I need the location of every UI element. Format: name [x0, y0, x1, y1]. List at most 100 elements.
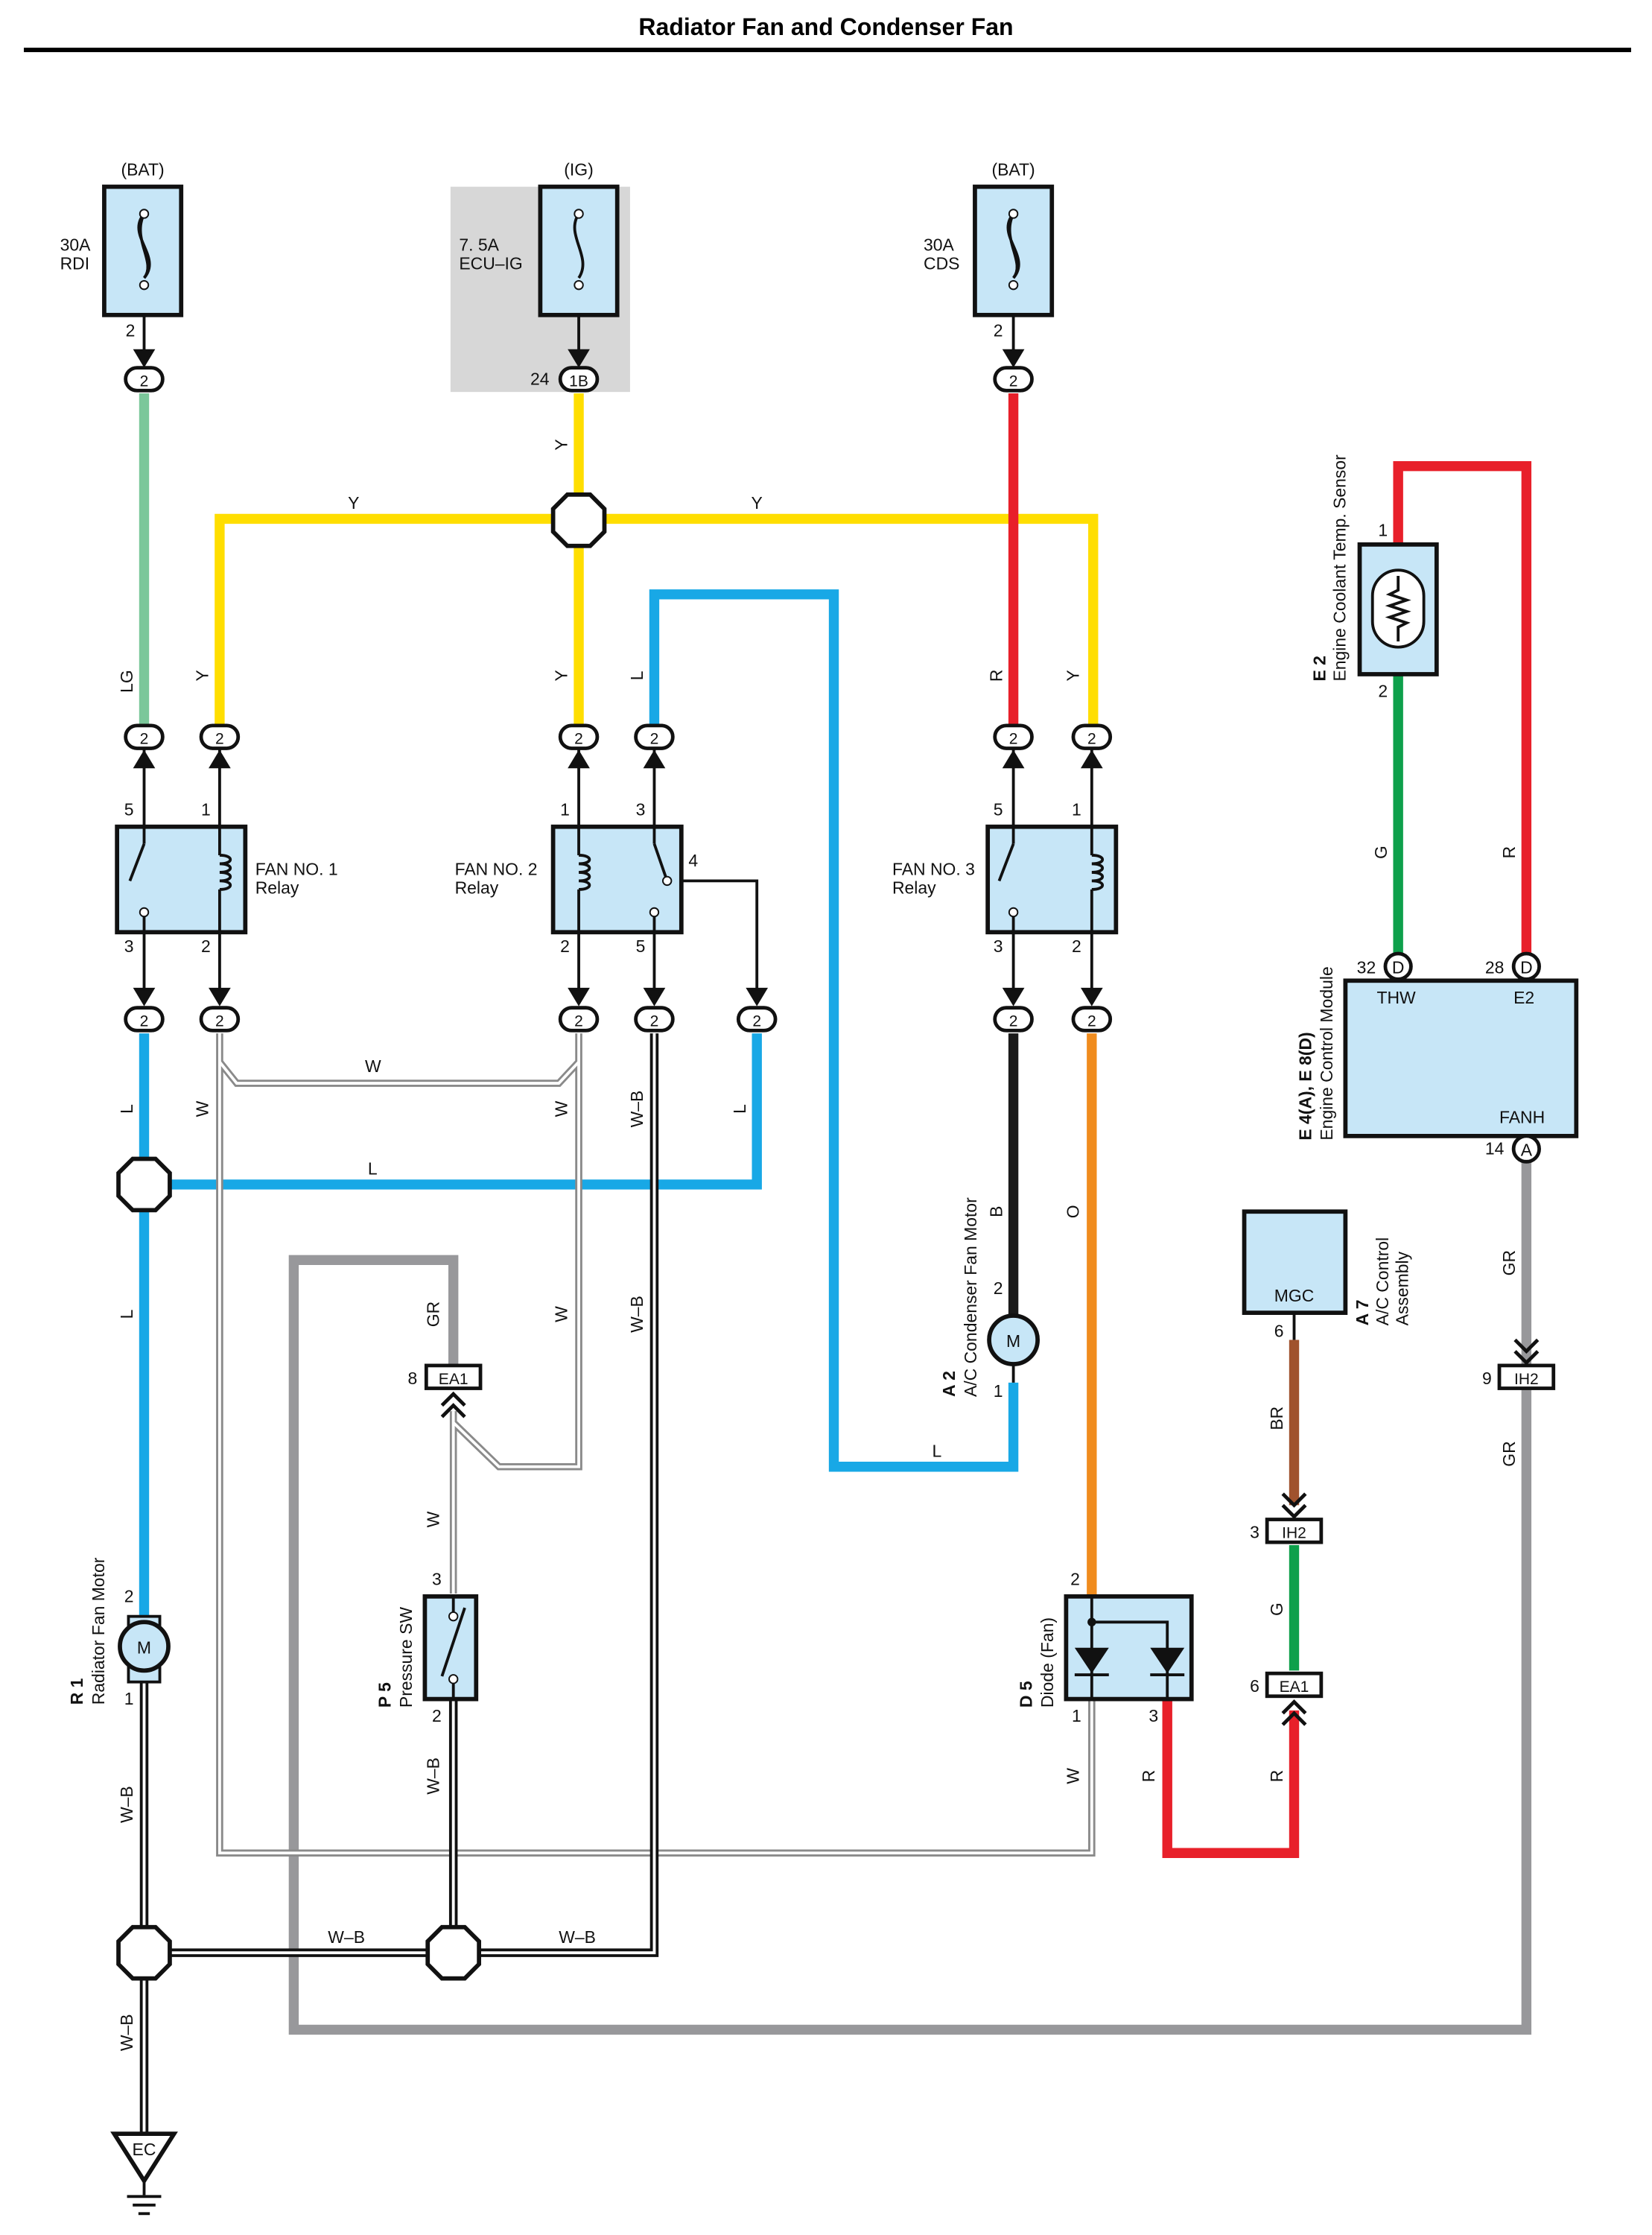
ac-control-assembly: MGC 6 A 7 A/C Control Assembly	[1242, 1209, 1412, 1341]
diagram-label: 2	[650, 731, 659, 748]
diagram-label: Y	[1064, 670, 1083, 681]
fuse-rdi: (BAT) 30A RDI	[60, 159, 184, 317]
diagram-label: M	[137, 1638, 151, 1657]
diagram-label: W	[552, 1306, 571, 1322]
diagram-label: 6	[1250, 1676, 1259, 1696]
diagram-label: L	[730, 1104, 749, 1114]
diagram-label: 5	[636, 936, 646, 956]
diagram-label: W	[552, 1100, 571, 1117]
diagram-label: 2	[215, 731, 224, 748]
pressure-switch: 3 2 P 5 Pressure SW	[375, 1570, 479, 1725]
diagram-label: O	[1064, 1205, 1083, 1218]
diagram-label: 1	[1378, 520, 1388, 539]
diagram-label: 2	[140, 731, 149, 748]
diagram-label: EC	[133, 2140, 156, 2159]
diagram-label: GR	[424, 1302, 443, 1327]
diagram-label: THW	[1376, 988, 1416, 1007]
diagram-label: 1	[560, 799, 570, 819]
diagram-label: 4	[688, 851, 698, 870]
diagram-label: 5	[994, 799, 1003, 819]
diagram-label: 5	[124, 799, 134, 819]
ground-ec: EC	[110, 2131, 178, 2216]
diagram-label: GR	[1499, 1250, 1519, 1275]
jc-fuse-cds: 2	[993, 366, 1034, 393]
diagram-label: 2	[124, 1587, 134, 1606]
diagram-label: 2	[1087, 1013, 1096, 1030]
diagram-label: L	[933, 1441, 942, 1460]
diagram-label: D	[1520, 958, 1533, 977]
diagram-label: G	[1371, 846, 1391, 859]
relay-bottom-arrows	[133, 879, 1103, 1006]
diagram-label: W–B	[424, 1757, 443, 1795]
diagram-label: 3	[636, 799, 646, 819]
diagram-label: W–B	[328, 1927, 365, 1947]
relay-fan-no-2: 1 3 4 2 5 FAN NO. 2 Relay	[455, 799, 699, 956]
diagram-label: 2	[1087, 731, 1096, 748]
splice-wb-left	[116, 1924, 172, 1981]
relay-1-type: Relay	[255, 878, 299, 898]
wire-r-sensor	[1393, 460, 1532, 955]
inline-connector-ea1-bottom: EA1 6	[1250, 1671, 1324, 1726]
radiator-motor-code: R 1	[67, 1678, 86, 1705]
diagram-label: W–B	[627, 1296, 646, 1333]
diagram-label: 2	[140, 1013, 149, 1030]
diagram-label: FANH	[1499, 1108, 1545, 1127]
diagram-label: 3	[1250, 1522, 1259, 1541]
diagram-label: 3	[1149, 1706, 1158, 1725]
inline-connector-ea1-top: EA1 8	[407, 1363, 483, 1418]
sensor-code: E 2	[1310, 656, 1329, 681]
relay-bottom-connectors	[124, 1006, 1113, 1033]
diagram-label: 2	[574, 731, 583, 748]
diagram-label: W	[193, 1100, 212, 1117]
diagram-label: R	[1267, 1770, 1286, 1783]
diagram-label: W–B	[627, 1091, 646, 1128]
ac-condenser-fan-motor: M 2 1 A 2 A/C Condenser Fan Motor	[939, 1197, 1040, 1401]
diagram-label: EA1	[439, 1371, 468, 1388]
diagram-label: 2	[432, 1706, 442, 1725]
pressure-sw-code: P 5	[375, 1682, 394, 1708]
diagram-label: W–B	[117, 2014, 136, 2051]
diagram-label: Y	[552, 670, 571, 681]
inline-connector-ih2-right: IH2 9	[1482, 1338, 1556, 1390]
engine-coolant-temp-sensor: 1 2 E 2 Engine Coolant Temp. Sensor	[1310, 454, 1439, 701]
fuse-cds-name: CDS	[924, 254, 959, 273]
diagram-label: 2	[994, 1278, 1003, 1298]
diagram-label: Y	[552, 439, 571, 450]
splice-points	[116, 492, 607, 1981]
inline-connector-ih2-mid: IH2 3	[1250, 1492, 1324, 1544]
diagram-label: 2	[1070, 1570, 1080, 1589]
title-divider	[24, 48, 1631, 52]
fuse-rdi-rating: 30A	[60, 235, 92, 255]
relay-top-connector-labels: 2 2 2 2 2 2	[140, 731, 1096, 748]
diagram-label: D	[1392, 958, 1405, 977]
jc-fuse-rdi: 2	[124, 366, 165, 393]
fuse-ecu-ig-name: ECU–IG	[459, 254, 522, 273]
diagram-label: 1B	[569, 372, 588, 390]
diagram-label: 1	[201, 799, 211, 819]
wire-labels: LG Y Y Y Y Y L R Y W L W W W–B L L B O L…	[117, 439, 1519, 2051]
diagram-label: GR	[1499, 1441, 1519, 1466]
wire-l-cross	[144, 1033, 762, 1190]
diagram-label: 2	[752, 1013, 761, 1030]
diagram-label: 2	[140, 372, 149, 390]
fuse-ecu-ig-rating: 7. 5A	[459, 235, 499, 255]
relay-2-type: Relay	[455, 878, 499, 898]
diagram-label: W	[1064, 1768, 1083, 1784]
diagram-label: IH2	[1282, 1524, 1306, 1541]
condenser-motor-name: A/C Condenser Fan Motor	[961, 1197, 980, 1397]
wire-r-diode	[1162, 1699, 1300, 1858]
diagram-label: Y	[193, 670, 212, 681]
fuse-ecu-ig-source: (IG)	[564, 159, 594, 179]
relay-bottom-connector-labels: 2 2 2 2 2 2 2	[140, 1013, 1096, 1030]
fuse-ecu-ig: (IG) 7. 5A ECU–IG	[459, 159, 620, 317]
radiator-fan-motor: M 2 1 R 1 Radiator Fan Motor	[67, 1557, 171, 1708]
relay-3-name: FAN NO. 3	[892, 860, 975, 879]
diagram-label: Y	[348, 493, 359, 513]
diagram-label: L	[368, 1159, 378, 1179]
diagram-label: IH2	[1514, 1371, 1539, 1388]
fuse-cds-pin: 2	[994, 321, 1003, 340]
ecm-name: Engine Control Module	[1317, 966, 1336, 1140]
diagram-label: 9	[1482, 1369, 1492, 1388]
diagram-label: R	[1499, 846, 1519, 859]
